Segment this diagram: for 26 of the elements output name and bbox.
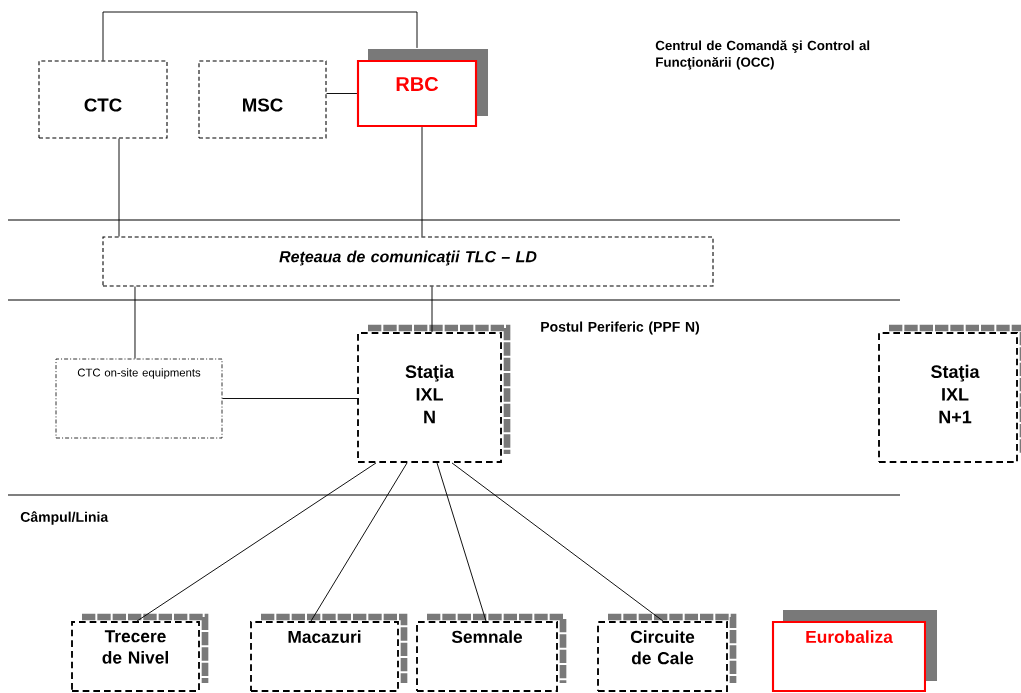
field-box: Macazuri — [250, 613, 408, 692]
field-box: Circuite de Cale — [597, 613, 737, 692]
connector-line — [221, 398, 358, 399]
connector-line — [102, 11, 418, 61]
field-box: Trecere de Nivel — [71, 613, 209, 692]
connector-line — [310, 462, 408, 622]
field-box: Semnale — [416, 613, 567, 692]
region-label: Câmpul/Linia — [20, 511, 109, 525]
connector-line — [451, 462, 664, 622]
region-label: Centrul de Comandă şi Control al Funcţionării (OCC) — [655, 40, 870, 70]
system-box: RBC — [356, 49, 488, 128]
region-label: Postul Periferic (PPF N) — [541, 321, 699, 335]
connector-line — [118, 138, 120, 237]
connector-line — [134, 286, 136, 360]
field-box: Eurobaliza — [771, 610, 937, 693]
station-box: Staţia IXL N+1 — [878, 324, 1021, 463]
connector-line — [431, 286, 433, 333]
connector-line — [436, 462, 487, 622]
equipment-box: CTC on-site equipments — [55, 358, 223, 439]
connector-line — [326, 93, 358, 94]
system-box: MSC — [198, 60, 327, 139]
system-box: CTC — [38, 60, 168, 139]
station-box: Staţia IXL N — [357, 324, 511, 463]
connector-line — [136, 462, 377, 622]
network-box: Reţeaua de comunicaţii TLC – LD — [102, 236, 714, 287]
connector-line — [421, 126, 423, 237]
